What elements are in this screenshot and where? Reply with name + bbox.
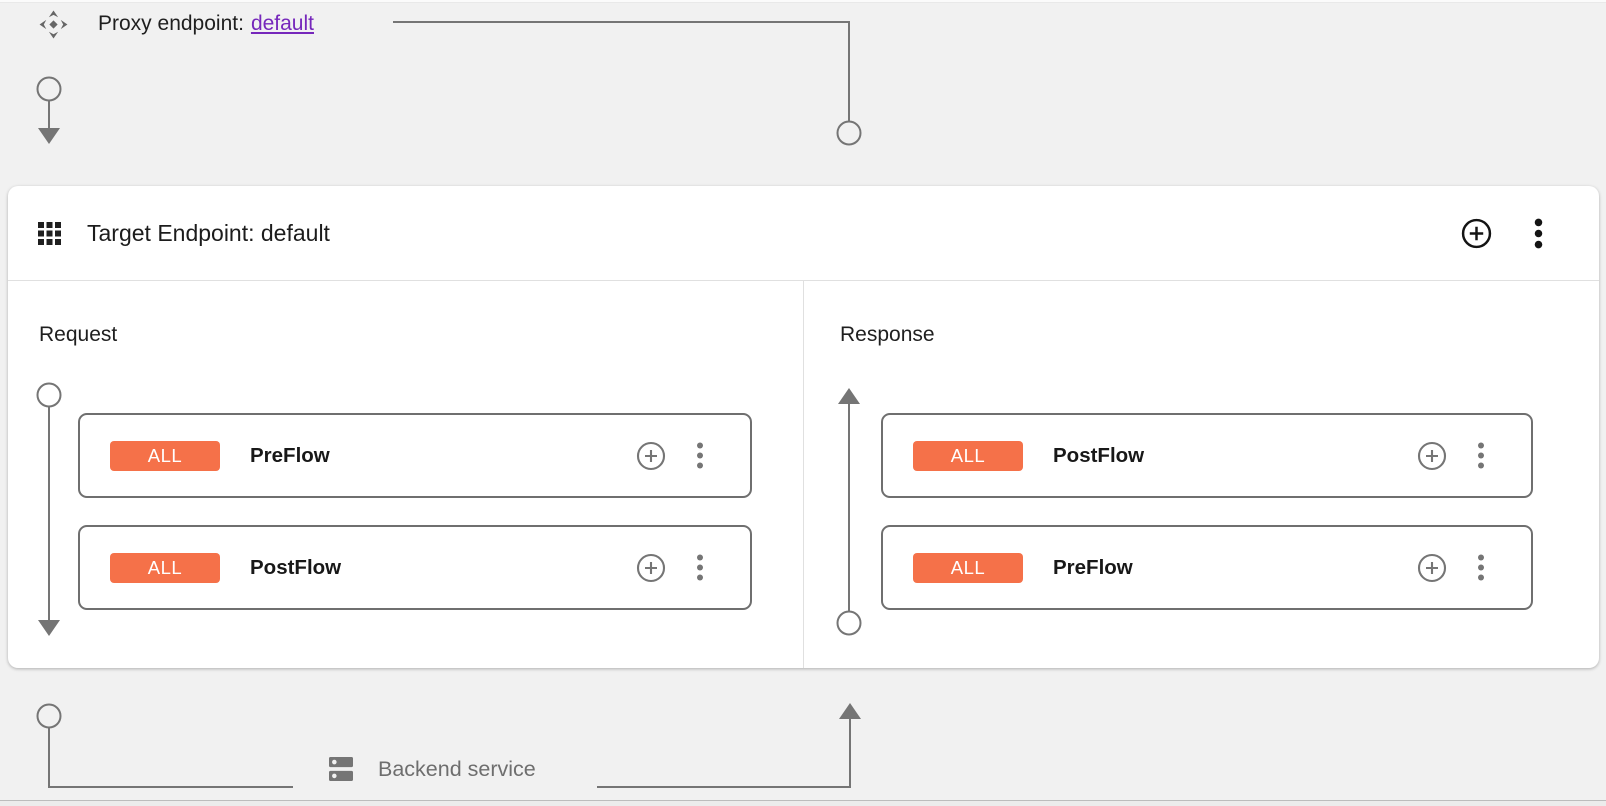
condition-badge: ALL bbox=[913, 552, 1023, 583]
flow-menu-button[interactable] bbox=[1477, 554, 1485, 581]
target-endpoint-card: Target Endpoint: default Request ALL Pr bbox=[8, 186, 1599, 668]
horizontal-scrollbar[interactable] bbox=[0, 800, 1606, 806]
circled-plus-icon bbox=[1417, 553, 1447, 582]
kebab-menu-icon bbox=[697, 442, 703, 469]
kebab-menu-icon bbox=[1534, 218, 1543, 248]
backend-service-label: Backend service bbox=[378, 756, 536, 781]
add-policy-button[interactable] bbox=[636, 441, 666, 471]
circled-plus-icon bbox=[636, 441, 666, 470]
response-panel: Response ALL PostFlow ALL bbox=[803, 281, 1599, 668]
flow-menu-button[interactable] bbox=[696, 442, 704, 469]
target-endpoint-header: Target Endpoint: default bbox=[8, 186, 1599, 281]
proxy-endpoint-icon bbox=[39, 10, 68, 38]
target-endpoint-menu-button[interactable] bbox=[1534, 218, 1543, 249]
proxy-endpoint-label: Proxy endpoint: bbox=[98, 12, 244, 35]
kebab-menu-icon bbox=[1478, 554, 1484, 581]
circled-plus-icon bbox=[1417, 441, 1447, 470]
backend-service-node: Backend service bbox=[325, 753, 536, 785]
response-panel-title: Response bbox=[840, 323, 935, 346]
flow-name: PostFlow bbox=[1053, 443, 1145, 467]
flow-name: PreFlow bbox=[1053, 555, 1133, 579]
request-preflow-box[interactable]: ALL PreFlow bbox=[78, 413, 752, 498]
circled-plus-icon bbox=[636, 553, 666, 582]
request-panel-title: Request bbox=[39, 323, 118, 346]
backend-service-icon bbox=[329, 757, 353, 781]
connector-incoming-request bbox=[36, 76, 62, 144]
pane-top-divider bbox=[0, 0, 1606, 3]
kebab-menu-icon bbox=[697, 554, 703, 581]
add-policy-button[interactable] bbox=[636, 553, 666, 583]
target-endpoint-actions bbox=[1461, 218, 1543, 249]
flow-menu-button[interactable] bbox=[1477, 442, 1485, 469]
flow-name: PostFlow bbox=[250, 555, 342, 579]
add-policy-button[interactable] bbox=[1417, 553, 1447, 583]
proxy-endpoint-link[interactable]: default bbox=[250, 12, 314, 35]
flow-menu-button[interactable] bbox=[696, 554, 704, 581]
connector-to-backend bbox=[36, 703, 293, 788]
response-postflow-box[interactable]: ALL PostFlow bbox=[881, 413, 1533, 498]
condition-badge: ALL bbox=[110, 440, 220, 471]
condition-badge: ALL bbox=[913, 440, 1023, 471]
proxy-endpoint-row: Proxy endpoint: default bbox=[38, 6, 314, 42]
add-policy-button[interactable] bbox=[1417, 441, 1447, 471]
condition-badge: ALL bbox=[110, 552, 220, 583]
target-endpoint-grid-icon bbox=[38, 221, 61, 245]
response-preflow-box[interactable]: ALL PreFlow bbox=[881, 525, 1533, 610]
connector-proxy-to-target bbox=[393, 21, 862, 146]
target-endpoint-title: Target Endpoint: default bbox=[87, 219, 330, 246]
kebab-menu-icon bbox=[1478, 442, 1484, 469]
request-postflow-box[interactable]: ALL PostFlow bbox=[78, 525, 752, 610]
flow-name: PreFlow bbox=[250, 443, 330, 467]
request-panel: Request ALL PreFlow ALL Po bbox=[8, 281, 803, 668]
circled-plus-icon bbox=[1461, 218, 1492, 248]
add-target-endpoint-button[interactable] bbox=[1461, 218, 1492, 249]
connector-from-backend bbox=[597, 703, 861, 788]
